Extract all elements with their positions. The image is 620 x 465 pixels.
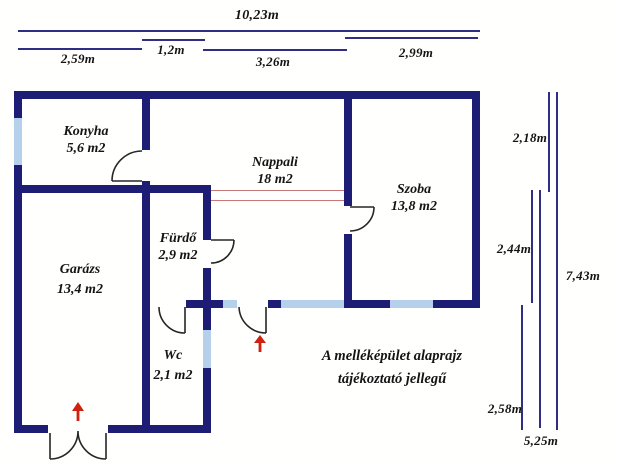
wall-right-outer [472, 91, 480, 308]
dim-line-right-bottom [521, 305, 523, 430]
entrance-door-arc [238, 306, 267, 334]
room-area: 2,1 m2 [153, 368, 193, 383]
room-label-furdo: Fürdő 2,9 m2 [159, 230, 198, 264]
wall-garazs-right [142, 185, 150, 433]
step-marker-line-1 [211, 190, 344, 191]
room-label-szoba: Szoba 13,8 m2 [391, 181, 437, 215]
window-konyha [14, 118, 22, 165]
wall-left-outer-lower [14, 165, 22, 433]
dim-line-right-mid [531, 190, 533, 303]
dim-label-top-seg3: 3,26m [255, 54, 291, 69]
wall-left-outer-upper [14, 91, 22, 118]
wall-nappali-szoba-upper [344, 91, 352, 206]
room-area: 2,9 m2 [158, 248, 198, 263]
dim-label-right-lower-total: 5,25m [523, 433, 559, 448]
room-name: Konyha [63, 124, 109, 139]
wall-nappali-szoba-lower [344, 234, 352, 308]
dim-line-top-seg4 [345, 37, 478, 39]
dim-label-right-bottom: 2,58m [487, 401, 523, 416]
dim-line-right-lower-total [539, 190, 541, 428]
dim-label-right-szoba: 2,18m [512, 130, 548, 145]
plan-note: A melléképület alaprajz tájékoztató jell… [322, 345, 462, 391]
garage-door-arc [49, 430, 107, 460]
dim-label-right-mid: 2,44m [496, 241, 532, 256]
room-label-nappali: Nappali 18 m2 [252, 154, 298, 188]
wall-top-outer [14, 91, 480, 99]
dim-line-right-szoba [548, 92, 550, 192]
dim-label-top-seg2: 1,2m [157, 42, 185, 57]
wall-wc-right-lower [203, 368, 211, 433]
wall-bottom-lower-seg1 [14, 425, 48, 433]
wall-bottom-right-seg4 [433, 300, 480, 308]
wall-konyha-nappali-upper [142, 91, 150, 150]
room-name: Wc [163, 348, 183, 363]
wall-konyha-garazs [14, 185, 211, 193]
room-name: Garázs [59, 262, 101, 277]
plan-note-line1: A melléképület alaprajz [321, 348, 463, 364]
room-area: 13,4 m2 [57, 282, 103, 297]
konyha-door-arc [111, 150, 143, 182]
room-area: 18 m2 [257, 172, 293, 187]
window-nappali [281, 300, 344, 308]
dim-line-top-total [18, 30, 480, 32]
wc-door-arc [158, 306, 186, 334]
window-wc [203, 330, 211, 368]
room-area: 5,6 m2 [66, 141, 106, 156]
dim-label-top-seg1: 2,59m [60, 51, 96, 66]
room-name: Fürdő [159, 231, 197, 246]
room-label-wc: Wc 2,1 m2 [154, 346, 193, 386]
wall-bottom-right-seg2 [268, 300, 281, 308]
wall-bottom-right-seg3 [344, 300, 390, 308]
dim-line-top-seg1 [18, 48, 142, 50]
dim-label-top-seg4: 2,99m [398, 45, 434, 60]
room-area: 13,8 m2 [391, 199, 437, 214]
dim-label-top-total: 10,23m [234, 8, 280, 23]
dim-line-top-seg2 [142, 39, 205, 41]
wall-bottom-lower-seg2 [108, 425, 211, 433]
room-label-konyha: Konyha 5,6 m2 [63, 123, 108, 157]
garage-arrow-icon [71, 402, 85, 427]
dim-label-right-total: 7,43m [565, 268, 601, 283]
room-name: Nappali [252, 155, 298, 170]
entrance-arrow-icon [253, 335, 267, 358]
wall-furdo-right-upper [203, 185, 211, 240]
window-hall-small [223, 300, 237, 308]
szoba-door-arc [349, 206, 375, 232]
room-name: Szoba [396, 182, 432, 197]
furdo-door-arc [210, 239, 235, 264]
room-label-garazs: Garázs 13,4 m2 [57, 260, 103, 300]
window-szoba [390, 300, 433, 308]
step-marker-line-2 [211, 200, 344, 201]
dim-line-top-seg3 [203, 49, 347, 51]
plan-note-line2: tájékoztató jellegű [337, 371, 447, 387]
dim-line-right-total [556, 92, 558, 430]
wall-furdo-wc-right-mid [203, 268, 211, 330]
